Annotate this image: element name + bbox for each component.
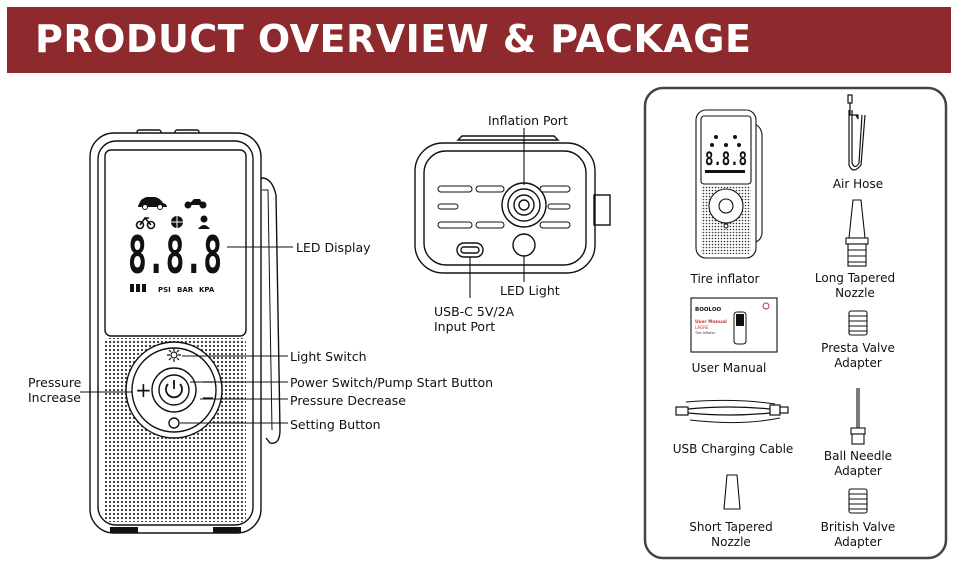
front-callout-lines <box>80 246 293 424</box>
inflator-front-view <box>89 129 281 534</box>
manual-subtitle: Tire Inflator <box>694 331 716 335</box>
manual-heading: User Manual <box>695 319 727 325</box>
usb-charging-cable-label: USB Charging Cable <box>672 442 794 456</box>
british-valve-adapter-label: British Valve Adapter <box>820 520 896 549</box>
unit-bar: BAR <box>177 286 194 294</box>
control-dial <box>125 341 223 439</box>
power-button <box>158 374 190 406</box>
manual-brand: BOOLOO <box>695 307 722 313</box>
package-panel <box>643 86 948 560</box>
power-icon <box>165 380 183 399</box>
sun-icon <box>167 348 181 362</box>
setting-button-label: Setting Button <box>290 417 381 432</box>
unit-psi: PSI <box>158 286 171 294</box>
inflation-port-label: Inflation Port <box>488 113 568 128</box>
air-hose-image <box>847 94 866 171</box>
usb-charging-cable-image <box>675 399 789 424</box>
user-manual-image <box>690 297 778 353</box>
presta-valve-adapter-label: Presta Valve Adapter <box>821 341 895 370</box>
mini-tire-inflator <box>695 109 763 259</box>
bicycle-icon <box>135 216 156 230</box>
pressure-decrease-label: Pressure Decrease <box>290 393 406 408</box>
setting-button-icon <box>168 417 180 429</box>
page-title: PRODUCT OVERVIEW & PACKAGE <box>35 17 752 61</box>
led-digits: 8.8.8 <box>128 226 222 286</box>
pressure-increase-label: Pressure Increase <box>28 375 82 405</box>
british-valve-adapter-image <box>848 488 868 514</box>
battery-indicator <box>130 284 146 292</box>
long-tapered-nozzle-label: Long Tapered Nozzle <box>814 271 896 300</box>
vehicle-mode-icons <box>135 197 210 230</box>
led-light <box>512 233 536 257</box>
long-tapered-nozzle-image <box>845 199 869 267</box>
light-switch-label: Light Switch <box>290 349 367 364</box>
unit-kpa: KPA <box>199 286 215 294</box>
ball-needle-adapter-image <box>850 388 866 445</box>
power-switch-label: Power Switch/Pump Start Button <box>290 375 494 390</box>
user-manual-label: User Manual <box>691 361 767 375</box>
inflator-top-view <box>414 135 611 274</box>
led-display-label: LED Display <box>296 240 371 255</box>
motorcycle-icon <box>184 199 207 209</box>
usb-c-input-label: USB-C 5V/2A Input Port <box>434 304 515 334</box>
tire-inflator-label: Tire inflator <box>690 272 760 286</box>
top-callout-lines <box>469 128 525 298</box>
ball-needle-adapter-label: Ball Needle Adapter <box>823 449 893 478</box>
air-hose-label: Air Hose <box>832 177 884 191</box>
mini-led-digits: 8.8.8 <box>705 148 747 170</box>
mini-mode-icons <box>705 135 745 173</box>
manual-model: LAGRE <box>695 325 709 330</box>
led-light-label: LED Light <box>500 283 560 298</box>
title-banner: PRODUCT OVERVIEW & PACKAGE <box>7 7 951 73</box>
plus-icon: + <box>135 378 152 402</box>
custom-mode-icon <box>198 215 210 229</box>
short-tapered-nozzle-label: Short Tapered Nozzle <box>689 520 773 549</box>
presta-valve-adapter-image <box>848 310 868 336</box>
short-tapered-nozzle-image <box>723 474 741 510</box>
